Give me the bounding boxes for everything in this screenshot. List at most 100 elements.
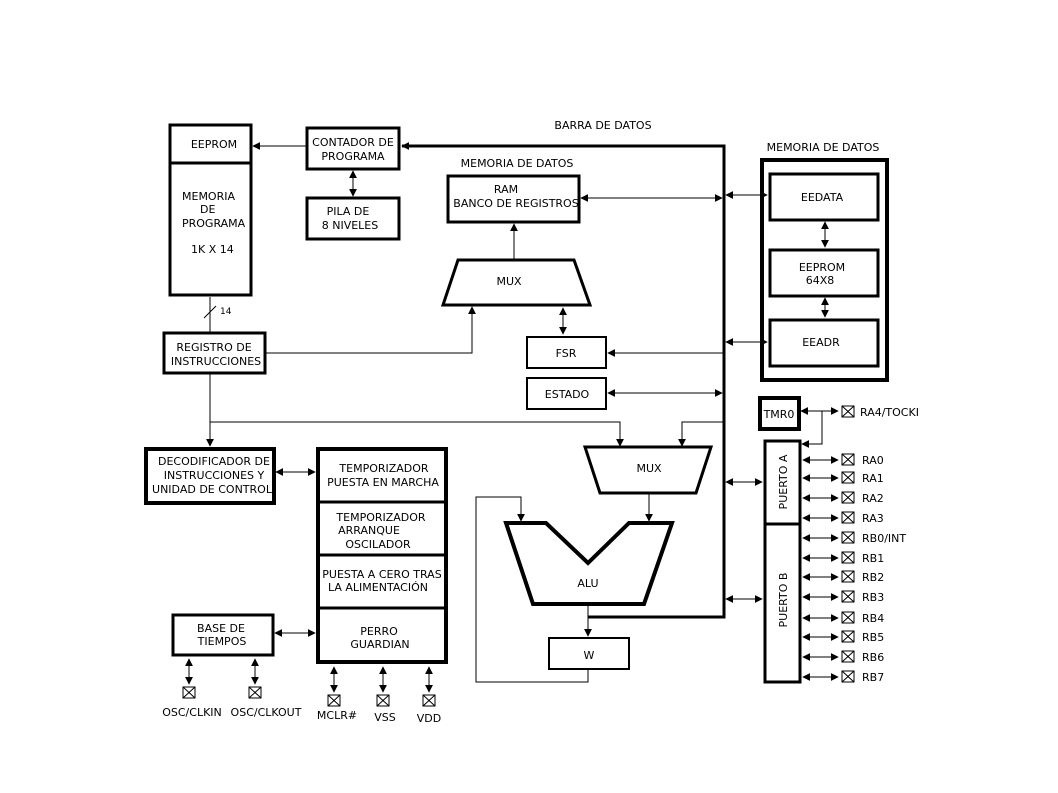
instruction-register-label-0: REGISTRO DE [176,341,251,354]
rb3-pin: RB3 [802,590,884,604]
eeprom-section-label: MEMORIA DE DATOS [767,141,880,154]
fsr-block: FSR [526,336,607,369]
ra2-pin: RA2 [802,491,884,505]
mclr-label: MCLR# [317,709,357,722]
tmr0-block: TMR0 [758,396,801,431]
eeprom-data-block: EEPROM 64X8 [768,248,880,298]
program-memory-label-1: DE [200,203,215,216]
ra1-label: RA1 [862,472,884,485]
eedata-label: EEDATA [801,191,844,204]
eeprom-data-label-1: 64X8 [806,274,835,287]
ram-label-1: BANCO DE REGISTROS [453,197,578,210]
eeprom-data-label-0: EEPROM [799,261,845,274]
stack-block: PILA DE 8 NIVELES [305,196,401,241]
puerto-a-label: PUERTO A [777,454,790,509]
ra4-pin [841,405,855,418]
bus-width-label: 14 [220,307,232,317]
vdd-label: VDD [417,712,441,725]
alu-label: ALU [577,577,598,590]
ra4-label: RA4/TOCKI [860,406,919,419]
ra3-label: RA3 [862,512,884,525]
rb1-pin: RB1 [802,551,884,565]
ra4-to-puerto-a-line [801,411,823,448]
puerto-b-label: PUERTO B [777,573,790,628]
rb0-label: RB0/INT [862,532,906,545]
watchdog-label-1: GUARDIAN [350,638,409,651]
vss-label: VSS [374,711,396,724]
decoder-label-2: UNIDAD DE CONTROL [152,483,273,496]
eeadr-block: EEADR [768,318,880,368]
osc-start-timer-label-0: TEMPORIZADOR [335,511,426,524]
fsr-label: FSR [556,347,577,360]
program-counter-label-1: PROGRAMA [321,150,385,163]
stack-label-1: 8 NIVELES [322,219,379,232]
power-up-timer-label-1: PUESTA EN MARCHA [327,476,439,489]
alu: ALU [503,521,675,606]
status-label: ESTADO [545,388,590,401]
osc-clkin-pin [182,686,196,699]
mclr-pin [327,694,341,707]
osc-clkout-pin [248,686,262,699]
osc-start-timer-label-1: ARRANQUE [338,524,400,537]
ra3-pin: RA3 [802,511,884,525]
vdd-pin [422,694,436,707]
osc-start-timer-label-2: OSCILADOR [345,538,411,551]
program-counter-label-0: CONTADOR DE [312,136,394,149]
rb6-pin: RB6 [802,650,884,664]
instruction-register-label-1: INSTRUCCIONES [171,355,261,368]
rb0-pin: RB0/INT [802,531,906,545]
eedata-block: EEDATA [768,172,880,222]
ram-label-0: RAM [494,183,518,196]
osc-clkin-label: OSC/CLKIN [162,706,222,719]
rb3-label: RB3 [862,591,884,604]
power-on-reset-label-0: PUESTA A CERO TRAS [322,568,441,581]
program-counter-block: CONTADOR DE PROGRAMA [305,126,401,171]
ra1-pin: RA1 [802,471,884,485]
tmr0-label: TMR0 [763,408,795,421]
ra2-label: RA2 [862,492,884,505]
decoder-label-0: DECODIFICADOR DE [158,455,270,468]
watchdog-label-0: PERRO [360,625,398,638]
rb5-label: RB5 [862,631,884,644]
bus-to-alu-mux-line [678,421,724,447]
rb2-label: RB2 [862,571,884,584]
program-memory-size: 1K X 14 [191,243,234,256]
ram-section-label: MEMORIA DE DATOS [461,157,574,170]
osc-clkout-label: OSC/CLKOUT [231,706,302,719]
ra0-label: RA0 [862,454,884,467]
alu-mux: MUX [582,445,714,495]
address-mux: MUX [440,258,593,307]
rb2-pin: RB2 [802,570,884,584]
rb6-label: RB6 [862,651,884,664]
program-eeprom-label: EEPROM [191,138,237,151]
stack-label-0: PILA DE [327,205,370,218]
address-mux-label: MUX [496,275,522,288]
program-memory-label-0: MEMORIA [182,190,235,203]
instruction-register-block: REGISTRO DE INSTRUCCIONES [162,331,267,375]
rb7-label: RB7 [862,671,884,684]
w-register-label: W [584,649,595,662]
time-base-block: BASE DE TIEMPOS [171,613,275,657]
vss-pin [376,694,390,707]
rb1-label: RB1 [862,552,884,565]
decoder-block: DECODIFICADOR DE INSTRUCCIONES Y UNIDAD … [144,447,276,505]
rb4-label: RB4 [862,612,884,625]
w-feedback-line [475,496,589,683]
rb4-pin: RB4 [802,611,884,625]
power-on-reset-label-1: LA ALIMENTACIÓN [328,581,428,594]
barra-datos-label: BARRA DE DATOS [554,119,651,132]
rb7-pin: RB7 [802,670,884,684]
ir-to-mux-line [265,306,476,354]
bus-width-slash [203,305,217,319]
power-up-timer-label-0: TEMPORIZADOR [338,462,429,475]
w-register: W [548,637,630,670]
puerto-b-block: PUERTO B [763,522,802,684]
time-base-label-0: BASE DE [197,622,245,635]
program-memory-block: EEPROM MEMORIA DE PROGRAMA 1K X 14 [168,123,253,297]
decoder-label-1: INSTRUCCIONES Y [164,469,265,482]
program-memory-label-2: PROGRAMA [182,217,246,230]
eeadr-label: EEADR [802,336,840,349]
timers-stack: TEMPORIZADOR PUESTA EN MARCHA TEMPORIZAD… [316,447,448,664]
puerto-a-block: PUERTO A [763,439,802,526]
